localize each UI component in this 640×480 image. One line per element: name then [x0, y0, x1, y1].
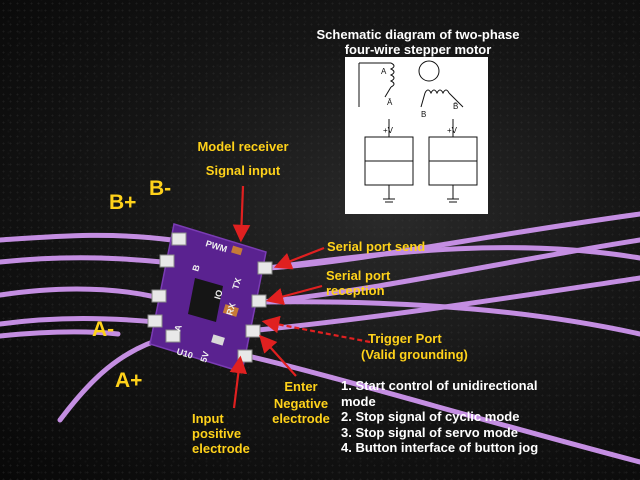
serial-send-label: Serial port send: [327, 239, 426, 254]
silk-io: IO: [212, 289, 224, 301]
silk-b: B: [190, 263, 202, 273]
vplus-b-label: +V: [447, 126, 458, 135]
silk-tx: TX: [230, 277, 243, 291]
b-plus-label: B+: [109, 191, 137, 214]
input-positive-label-2: positive: [192, 426, 242, 441]
input-positive-label-1: Input: [192, 411, 224, 426]
left-wires: [0, 232, 175, 423]
negative-electrode-label-1: Negative: [273, 396, 329, 411]
coil-a-bar-label: Ā: [387, 98, 393, 107]
callout-arrows: [229, 185, 371, 409]
a-plus-label: A+: [115, 369, 143, 392]
enter-label: Enter: [284, 379, 318, 394]
input-positive-label-3: electrode: [192, 441, 250, 456]
serial-reception-label-2: reception: [326, 283, 385, 298]
note-item: 2. Stop signal of cyclic mode: [341, 409, 520, 424]
b-minus-label: B-: [149, 177, 172, 200]
negative-electrode-label-2: electrode: [272, 411, 330, 426]
valid-grounding-label: (Valid grounding): [361, 347, 468, 362]
note-item: 4. Button interface of button jog: [341, 440, 539, 455]
note-item: mode: [341, 393, 376, 409]
driver-board: PWM TX RX IO U10 5V A B: [147, 223, 273, 373]
trigger-port-label: Trigger Port: [368, 331, 442, 346]
silk-5v: 5V: [198, 350, 211, 363]
coil-a-label: A: [381, 67, 387, 76]
model-receiver-label: Model receiver: [197, 139, 289, 154]
silk-a: A: [172, 323, 184, 333]
a-minus-label: A-: [92, 318, 115, 341]
silk-u10: U10: [175, 346, 194, 360]
serial-reception-label-1: Serial port: [326, 268, 391, 283]
stepper-schematic: A Ā B B̄ +V +V: [358, 60, 478, 203]
vplus-a-label: +V: [383, 126, 394, 135]
mode-notes: 1. Start control of unidirectional mode …: [341, 378, 538, 456]
coil-b-label: B: [421, 110, 426, 119]
signal-input-label: Signal input: [205, 163, 281, 178]
right-wires: [245, 211, 640, 465]
note-item: 1. Start control of unidirectional: [341, 378, 538, 393]
silk-rx: RX: [224, 302, 237, 317]
note-item: 3. Stop signal of servo mode: [341, 424, 518, 440]
coil-b-bar-label: B̄: [453, 102, 458, 111]
schematic-panel: A Ā B B̄ +V +V: [345, 57, 488, 214]
schematic-title: Schematic diagram of two-phase four-wire…: [316, 27, 520, 57]
